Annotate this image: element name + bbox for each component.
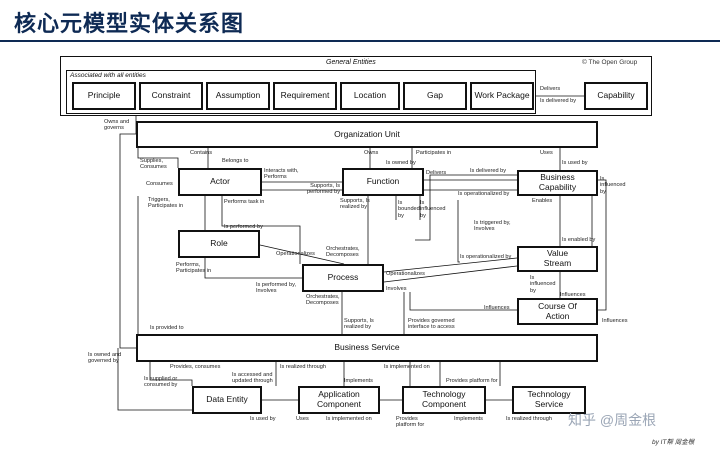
rel-label: Is performed by, Involves bbox=[256, 282, 296, 295]
rel-label: Is owned and governed by bbox=[88, 352, 122, 365]
credit: by IT帮 周金根 bbox=[652, 439, 695, 446]
general-entities-label: General Entities bbox=[326, 59, 376, 66]
rel-label: Is used by bbox=[250, 416, 276, 422]
rel-label: Is used by bbox=[562, 160, 588, 166]
rel-label: Is implemented on bbox=[384, 364, 430, 370]
entity-capability[interactable]: Capability bbox=[584, 82, 648, 110]
entity-value-stream[interactable]: Value Stream bbox=[517, 246, 598, 272]
entity-function[interactable]: Function bbox=[342, 168, 424, 196]
rel-label: Performs task in bbox=[224, 199, 265, 205]
entity-technology-service[interactable]: Technology Service bbox=[512, 386, 586, 414]
rel-label: Influences bbox=[602, 318, 628, 324]
rel-delivers: Delivers bbox=[540, 86, 561, 92]
rel-label: Is enabled by bbox=[562, 237, 596, 243]
rel-label: Contains bbox=[190, 150, 213, 156]
rel-label: Implements bbox=[344, 378, 373, 384]
rel-label: Orchestrates, Decomposes bbox=[326, 246, 360, 259]
entity-process[interactable]: Process bbox=[302, 264, 384, 292]
rel-label: Is operationalized by bbox=[458, 191, 510, 197]
rel-label: Orchestrates, Decomposes bbox=[306, 294, 340, 307]
rel-label: Is realized through bbox=[506, 416, 553, 422]
rel-label: Implements bbox=[454, 416, 483, 422]
rel-label: Is accessed and updated through bbox=[232, 372, 273, 385]
associated-entities-label: Associated with all entities bbox=[70, 72, 146, 79]
rel-label: Is triggered by, Involves bbox=[474, 220, 511, 233]
rel-label: Consumes bbox=[146, 181, 173, 187]
entity-requirement[interactable]: Requirement bbox=[273, 82, 337, 110]
rel-label: Supports, Is realized by bbox=[340, 198, 370, 211]
rel-label: Uses bbox=[296, 416, 309, 422]
rel-label: Is influenced by bbox=[530, 275, 556, 294]
rel-label: Uses bbox=[540, 150, 553, 156]
rel-label: Supports, Is performed by bbox=[307, 183, 340, 196]
entity-role[interactable]: Role bbox=[178, 230, 260, 258]
entity-data-entity[interactable]: Data Entity bbox=[192, 386, 262, 414]
rel-label: Is provided to bbox=[150, 325, 184, 331]
rel-label: Influences bbox=[484, 305, 510, 311]
entity-business-capability[interactable]: Business Capability bbox=[517, 170, 598, 196]
rel-label: Influences bbox=[560, 292, 586, 298]
general-entities-frame bbox=[60, 56, 652, 116]
rel-label: Supports, Is realized by bbox=[344, 318, 374, 331]
rel-label: Provides platform for bbox=[396, 416, 425, 429]
rel-label: Triggers, Participates in bbox=[148, 197, 184, 210]
rel-delivered-by: Is delivered by bbox=[540, 98, 577, 104]
rel-label: Owns bbox=[364, 150, 379, 156]
copyright: © The Open Group bbox=[582, 59, 638, 66]
rel-label: Provides, consumes bbox=[170, 364, 221, 370]
rel-label: Is performed by bbox=[224, 224, 263, 230]
rel-label: Interacts with, Performs bbox=[264, 168, 299, 181]
rel-label: Operationalizes bbox=[276, 251, 315, 257]
rel-label: Is implemented on bbox=[326, 416, 372, 422]
rel-label: Owns and governs bbox=[104, 119, 130, 132]
rel-label: Is owned by bbox=[386, 160, 416, 166]
rel-label: Is delivered by bbox=[470, 168, 507, 174]
entity-technology-component[interactable]: Technology Component bbox=[402, 386, 486, 414]
entity-gap[interactable]: Gap bbox=[403, 82, 467, 110]
rel-label: Provides platform for bbox=[446, 378, 498, 384]
entity-constraint[interactable]: Constraint bbox=[139, 82, 203, 110]
page-title: 核心元模型实体关系图 bbox=[14, 11, 245, 36]
associated-entities-frame bbox=[66, 70, 536, 114]
rel-label: Is operationalized by bbox=[460, 254, 512, 260]
entity-course-of-action[interactable]: Course Of Action bbox=[517, 298, 598, 325]
entity-application-component[interactable]: Application Component bbox=[298, 386, 380, 414]
rel-label: Operationalizes bbox=[386, 271, 425, 277]
rel-label: Involves bbox=[386, 286, 407, 292]
rel-label: Supplies, Consumes bbox=[140, 158, 167, 171]
entity-location[interactable]: Location bbox=[340, 82, 400, 110]
rel-label: Is supplied or consumed by bbox=[144, 376, 178, 389]
rel-label: Is realized through bbox=[280, 364, 327, 370]
rel-label: Participates in bbox=[416, 150, 452, 156]
entity-work-package[interactable]: Work Package bbox=[470, 82, 534, 110]
rel-label: Performs, Participates in bbox=[176, 262, 212, 275]
entity-principle[interactable]: Principle bbox=[72, 82, 136, 110]
entity-actor[interactable]: Actor bbox=[178, 168, 262, 196]
rel-label: Belongs to bbox=[222, 158, 249, 164]
rel-label: Provides governed interface to access bbox=[408, 318, 455, 331]
rel-label: Is influenced by bbox=[420, 200, 446, 219]
title-underline bbox=[0, 40, 720, 42]
rel-label: Is bounded by bbox=[398, 200, 420, 219]
rel-label: Enables bbox=[532, 198, 553, 204]
rel-label: Is influenced by bbox=[600, 176, 626, 195]
watermark: 知乎 @周金根 bbox=[568, 412, 657, 428]
entity-business-service[interactable]: Business Service bbox=[136, 334, 598, 362]
entity-organization-unit[interactable]: Organization Unit bbox=[136, 121, 598, 148]
rel-label: Delivers bbox=[426, 170, 447, 176]
entity-assumption[interactable]: Assumption bbox=[206, 82, 270, 110]
